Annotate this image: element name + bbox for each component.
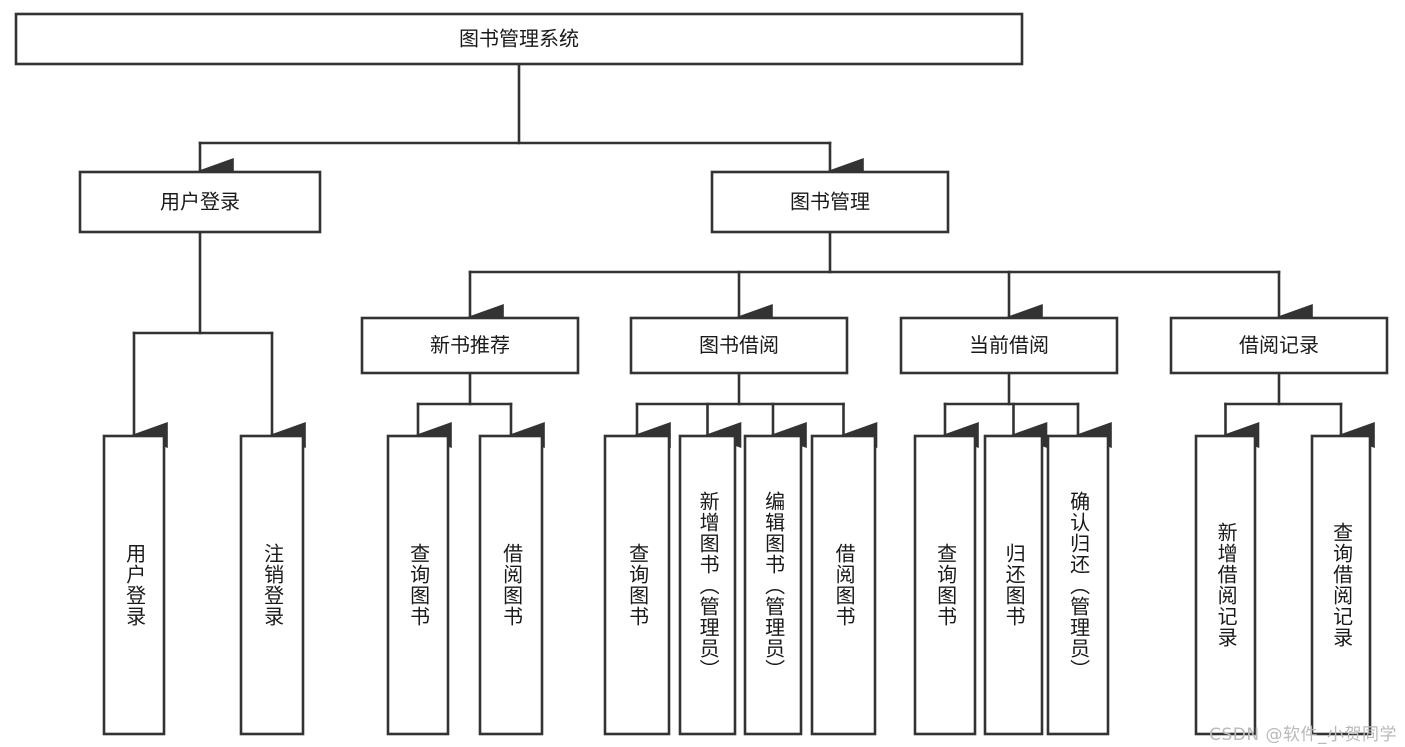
node-box-book-borrow[interactable] xyxy=(629,316,849,375)
node-box-leaf-add-record[interactable] xyxy=(1194,434,1257,736)
node-box-leaf-add-book[interactable] xyxy=(678,434,737,736)
node-box-leaf-borrow-book-1[interactable] xyxy=(478,434,544,736)
node-box-root[interactable] xyxy=(14,12,1024,66)
watermark-text: CSDN @软件_小贺同学 xyxy=(1209,725,1397,745)
node-box-leaf-edit-book[interactable] xyxy=(743,434,803,736)
connector-current-borrow-to-leaves xyxy=(942,371,1112,448)
node-box-borrow-record[interactable] xyxy=(1169,316,1389,375)
node-label-new-book-recommend: 新书推荐 xyxy=(430,333,510,357)
node-label-book-manage: 图书管理 xyxy=(790,190,870,214)
node-label-user-login: 用户登录 xyxy=(160,190,240,214)
node-box-leaf-user-login[interactable] xyxy=(102,434,166,736)
node-box-user-login[interactable] xyxy=(78,170,322,234)
node-label-root: 图书管理系统 xyxy=(459,27,579,51)
edges-layer xyxy=(131,62,1375,448)
node-label-current-borrow: 当前借阅 xyxy=(969,333,1049,357)
connector-root-to-level2 xyxy=(197,62,864,184)
node-box-leaf-query-book-1[interactable] xyxy=(386,434,450,736)
connector-user-login-to-leaves xyxy=(131,230,306,448)
node-box-leaf-query-book-3[interactable] xyxy=(913,434,977,736)
connector-book-manage-to-level3 xyxy=(467,230,1313,330)
node-box-leaf-confirm-return[interactable] xyxy=(1046,434,1110,736)
node-box-leaf-return-book[interactable] xyxy=(983,434,1044,736)
node-box-new-book-recommend[interactable] xyxy=(360,316,580,375)
node-box-book-manage[interactable] xyxy=(710,170,950,234)
node-box-leaf-borrow-book-2[interactable] xyxy=(810,434,877,736)
node-box-leaf-logout[interactable] xyxy=(239,434,305,736)
node-box-leaf-query-record[interactable] xyxy=(1310,434,1372,736)
connector-book-borrow-to-leaves xyxy=(634,371,878,448)
node-label-book-borrow: 图书借阅 xyxy=(699,333,779,357)
connector-new-book-recommend-to-leaves xyxy=(415,371,545,448)
boxes-layer xyxy=(14,12,1389,736)
connector-borrow-record-to-leaves xyxy=(1222,371,1375,448)
node-box-leaf-query-book-2[interactable] xyxy=(603,434,671,736)
node-box-current-borrow[interactable] xyxy=(899,316,1119,375)
node-label-borrow-record: 借阅记录 xyxy=(1239,333,1319,357)
